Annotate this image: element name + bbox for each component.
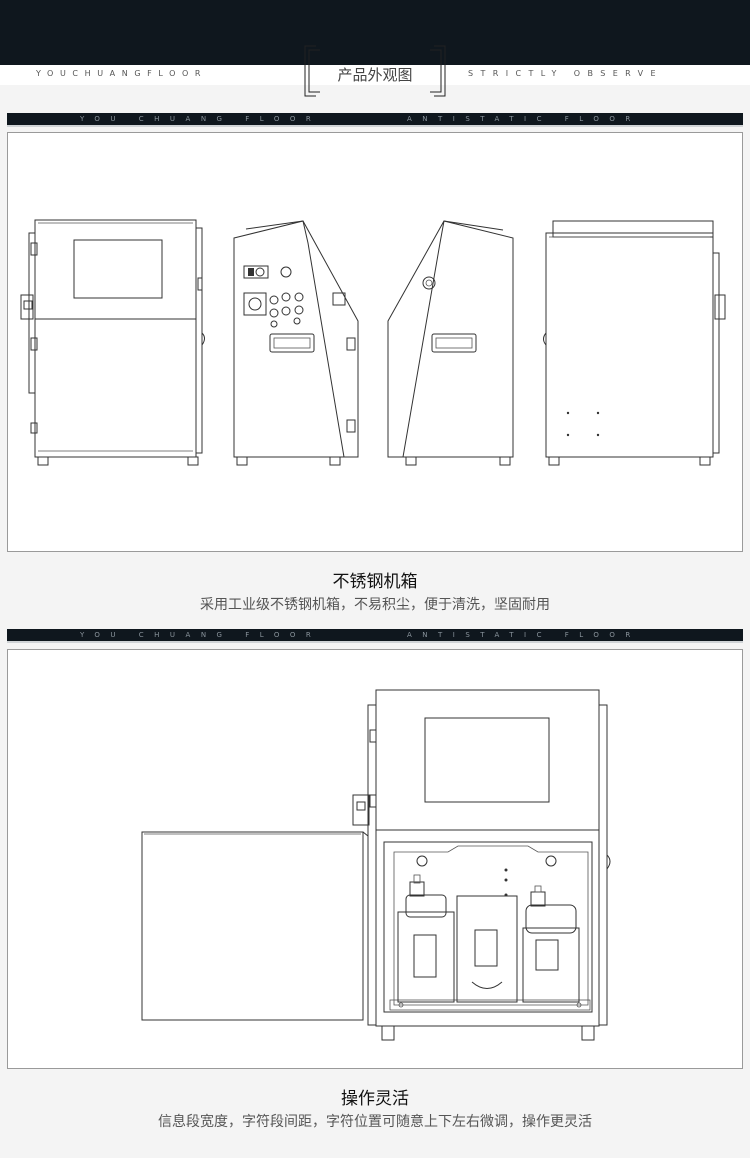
opened-printer-panel <box>7 649 743 1069</box>
band-left-text: YOU CHUANG FLOOR <box>80 115 322 123</box>
section-1-description: 采用工业级不锈钢机箱，不易积尘，便于清洗，坚固耐用 <box>200 597 550 613</box>
rear-view <box>543 220 726 466</box>
side-view-right <box>387 220 514 466</box>
band-left-text: YOU CHUANG FLOOR <box>80 631 322 639</box>
brand-right-text: STRICTLY OBSERVE <box>468 69 664 78</box>
section-band-2: YOU CHUANG FLOOR ANTISTATIC FLOOR <box>7 629 743 643</box>
title-bracket-frame <box>304 45 446 97</box>
section-band-1: YOU CHUANG FLOOR ANTISTATIC FLOOR <box>7 113 743 127</box>
printer-open-door-drawing <box>141 689 611 1041</box>
front-view <box>20 219 205 466</box>
exterior-views-panel <box>7 132 743 552</box>
side-view-left <box>233 220 359 466</box>
printer-four-views-drawing <box>20 219 726 466</box>
header-dark-bar <box>0 0 750 65</box>
section-2-description: 信息段宽度，字符段间距，字符位置可随意上下左右微调，操作更灵活 <box>158 1114 592 1130</box>
section-1-caption: 不锈钢机箱 <box>332 572 418 592</box>
band-right-text: ANTISTATIC FLOOR <box>407 115 641 123</box>
section-title: 产品外观图 <box>337 66 413 84</box>
brand-left-text: YOUCHUANGFLOOR <box>36 69 208 78</box>
brand-strip <box>0 65 750 85</box>
band-right-text: ANTISTATIC FLOOR <box>407 631 641 639</box>
section-2-caption: 操作灵活 <box>341 1089 409 1109</box>
